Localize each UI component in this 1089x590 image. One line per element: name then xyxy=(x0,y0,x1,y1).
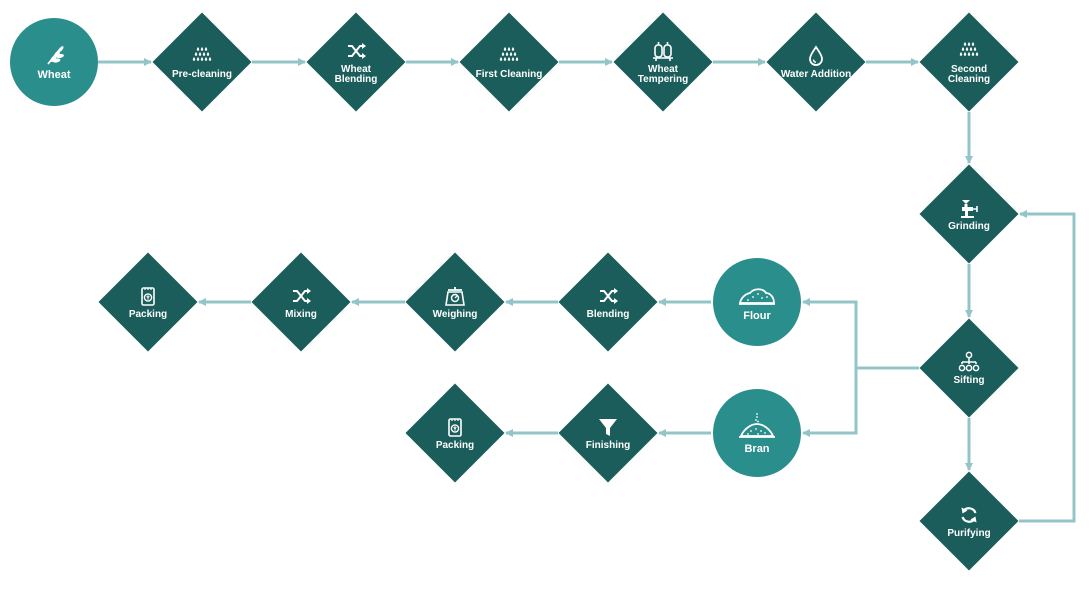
flour-bag-icon xyxy=(141,286,155,306)
bran-pile-icon xyxy=(739,413,775,438)
node-label: Pre-cleaning xyxy=(171,68,233,80)
node-sifting: Sifting xyxy=(919,318,1019,418)
node-purifying: Purifying xyxy=(919,471,1019,571)
node-wheat: Wheat xyxy=(10,18,98,106)
node-label: First Cleaning xyxy=(475,68,543,80)
node-first-cleaning: First Cleaning xyxy=(459,12,559,112)
shuffle-icon xyxy=(293,287,311,304)
node-packing-bran: Packing xyxy=(405,383,505,483)
node-blending: Blending xyxy=(558,252,658,352)
funnel-icon xyxy=(599,418,617,436)
node-label: Wheat Blending xyxy=(334,63,378,85)
node-label: Sifting xyxy=(953,374,985,386)
arrow-purifying-to-grinding xyxy=(1019,210,1076,523)
shuffle-icon xyxy=(348,42,366,59)
water-drop-icon xyxy=(809,44,823,66)
node-weighing: Weighing xyxy=(405,252,505,352)
node-label: Flour xyxy=(743,310,771,322)
node-label: Water Addition xyxy=(780,68,852,80)
droplets-icon xyxy=(959,41,979,56)
node-bran: Bran xyxy=(713,389,801,477)
refresh-icon xyxy=(961,506,977,523)
node-label: Mixing xyxy=(285,308,317,320)
arrow-sifting-to-bran xyxy=(802,366,919,437)
node-label: Packing xyxy=(435,439,475,451)
node-wheat-blending: Wheat Blending xyxy=(306,12,406,112)
node-label: Packing xyxy=(128,308,168,320)
node-label: Bran xyxy=(744,443,770,455)
node-label: Purifying xyxy=(947,527,991,539)
sifter-icon xyxy=(958,351,980,371)
droplets-icon xyxy=(499,46,519,61)
node-label: Blending xyxy=(586,308,630,320)
node-pre-cleaning: Pre-cleaning xyxy=(152,12,252,112)
node-flour: Flour xyxy=(713,258,801,346)
grinder-icon xyxy=(961,199,978,218)
arrow-sifting-to-flour xyxy=(802,298,919,370)
scale-icon xyxy=(445,286,465,306)
node-label: Second Cleaning xyxy=(947,63,991,85)
node-finishing: Finishing xyxy=(558,383,658,483)
node-label: Wheat Tempering xyxy=(637,63,689,85)
wheat-icon xyxy=(47,46,64,65)
node-grinding: Grinding xyxy=(919,164,1019,264)
node-packing-flour: Packing xyxy=(98,252,198,352)
node-label: Wheat xyxy=(37,69,71,81)
shuffle-icon xyxy=(600,287,618,304)
tanks-icon xyxy=(653,41,673,61)
node-mixing: Mixing xyxy=(251,252,351,352)
flour-pile-icon xyxy=(738,288,775,305)
node-label: Weighing xyxy=(432,308,478,320)
flour-bag-icon xyxy=(448,417,462,437)
node-wheat-tempering: Wheat Tempering xyxy=(613,12,713,112)
node-second-cleaning: Second Cleaning xyxy=(919,12,1019,112)
node-label: Grinding xyxy=(948,220,990,232)
droplets-icon xyxy=(192,46,212,61)
node-label: Finishing xyxy=(585,439,631,451)
node-water-addition: Water Addition xyxy=(766,12,866,112)
